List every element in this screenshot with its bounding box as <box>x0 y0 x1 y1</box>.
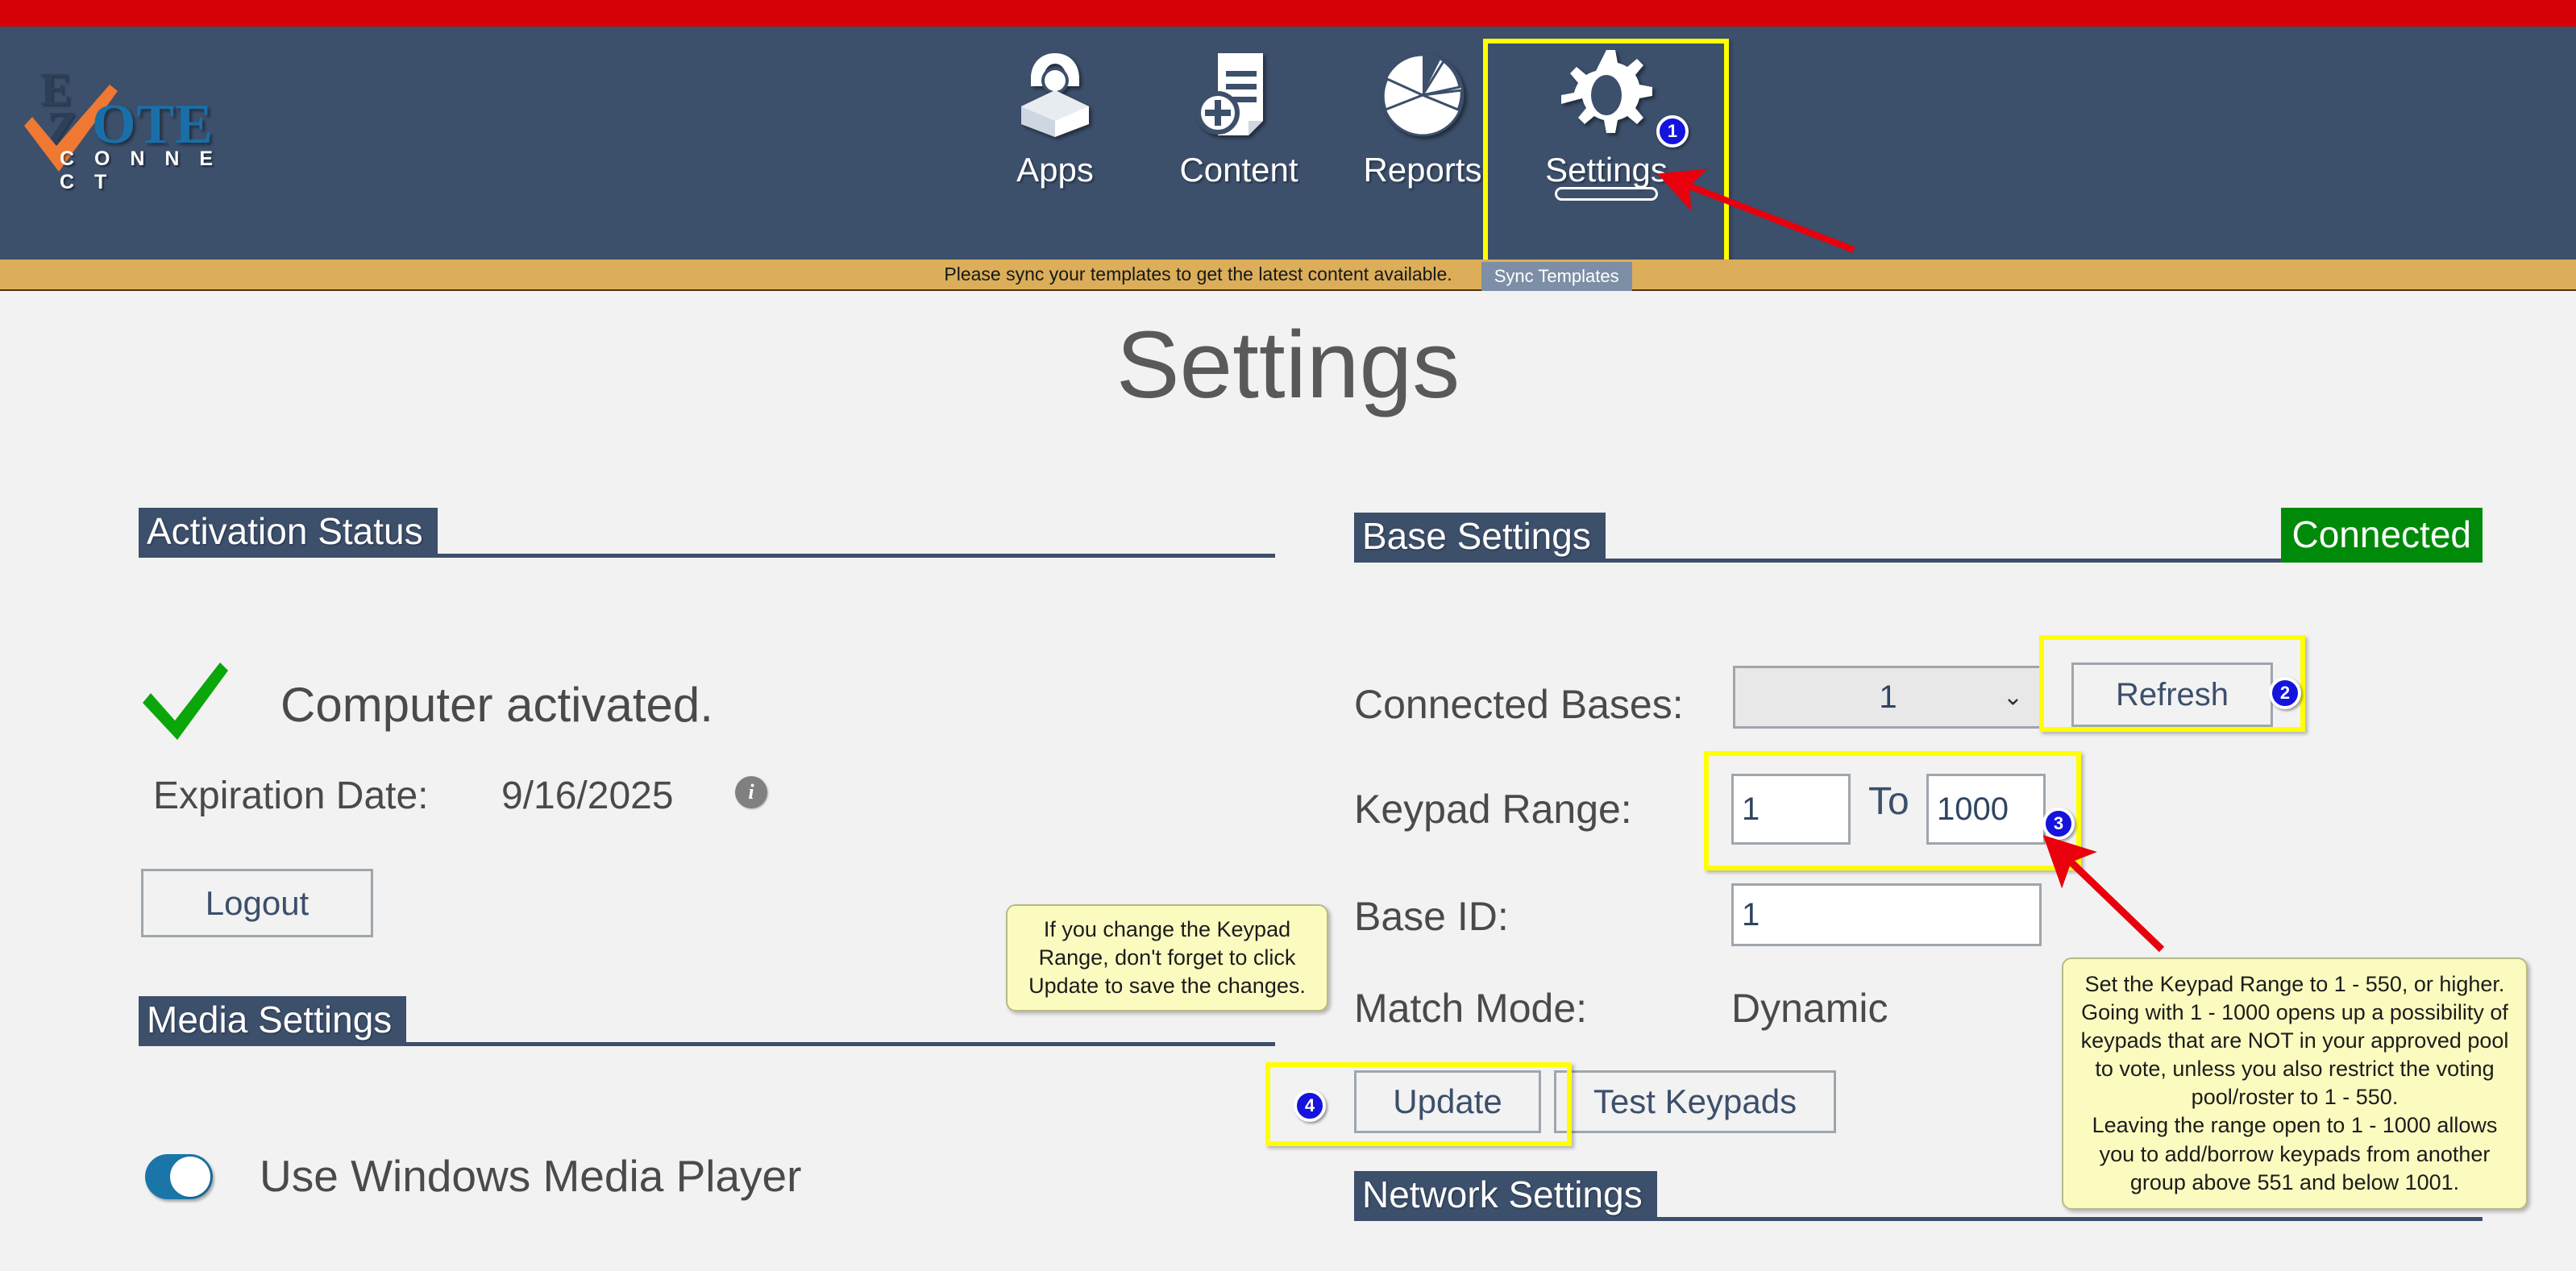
reports-icon <box>1378 51 1467 139</box>
nav-item-reports[interactable]: Reports <box>1331 36 1514 222</box>
main-navigation: Apps Content <box>963 36 1698 222</box>
media-settings-title: Media Settings <box>139 996 407 1046</box>
toggle-knob <box>170 1157 210 1197</box>
base-settings-section-header: Base Settings Connected <box>1354 508 2483 563</box>
nav-item-content[interactable]: Content <box>1147 36 1331 222</box>
sync-banner-message: Please sync your templates to get the la… <box>944 264 1452 285</box>
step-badge-3: 3 <box>2042 808 2075 840</box>
logo-vote-text: OTE <box>92 93 214 156</box>
connected-bases-label: Connected Bases: <box>1354 682 1684 727</box>
keypad-range-from-input[interactable] <box>1731 774 1851 845</box>
nav-item-apps[interactable]: Apps <box>963 36 1147 222</box>
base-id-label: Base ID: <box>1354 894 1509 939</box>
logo-checkmark-icon <box>24 85 118 172</box>
base-connection-status-badge: Connected <box>2280 508 2483 563</box>
highlight-refresh <box>2039 635 2305 732</box>
network-settings-section-header: Network Settings <box>1354 1171 2483 1221</box>
keypad-range-label: Keypad Range: <box>1354 787 1632 832</box>
expiration-date-label: Expiration Date: <box>153 775 429 817</box>
content-icon <box>1195 51 1283 139</box>
sync-banner: Please sync your templates to get the la… <box>0 260 2576 291</box>
connected-bases-select[interactable]: 1 ⌄ <box>1733 666 2043 729</box>
nav-label-settings: Settings <box>1545 151 1668 189</box>
match-mode-label: Match Mode: <box>1354 986 1588 1031</box>
test-keypads-button[interactable]: Test Keypads <box>1554 1070 1836 1133</box>
base-settings-title: Base Settings <box>1354 513 1606 563</box>
keypad-range-to-input[interactable] <box>1926 774 2046 845</box>
expiration-date-value: 9/16/2025 <box>501 775 674 817</box>
gear-icon <box>1561 50 1652 139</box>
logo-letter-e: E <box>40 63 72 115</box>
highlight-settings-nav <box>1483 39 1729 272</box>
step-badge-1: 1 <box>1656 115 1689 147</box>
use-windows-media-player-toggle[interactable] <box>145 1154 213 1199</box>
section-rule <box>1656 1216 2483 1221</box>
update-reminder-note: If you change the Keypad Range, don't fo… <box>1006 904 1328 1012</box>
keypad-range-advice-note: Set the Keypad Range to 1 - 550, or high… <box>2062 957 2528 1210</box>
app-header <box>0 27 2576 260</box>
page-title: Settings <box>1116 312 1460 418</box>
logo-connect-text: C O N N E C T <box>60 147 221 193</box>
connected-bases-value: 1 <box>1879 679 1897 715</box>
nav-label-content: Content <box>1179 151 1298 189</box>
active-tab-indicator <box>1555 187 1658 201</box>
section-rule <box>1605 559 2281 563</box>
expiration-info-icon[interactable]: i <box>735 776 767 808</box>
base-id-input[interactable] <box>1731 883 2042 946</box>
network-settings-title: Network Settings <box>1354 1171 1657 1221</box>
ezvote-connect-logo: E Z OTE C O N N E C T <box>18 63 235 193</box>
top-accent-bar <box>0 0 2576 27</box>
media-settings-section-header: Media Settings <box>139 996 1275 1046</box>
activation-status-section-header: Activation Status <box>139 508 1275 558</box>
chevron-down-icon: ⌄ <box>2002 683 2023 711</box>
sync-templates-button[interactable]: Sync Templates <box>1481 261 1632 291</box>
highlight-keypad-range <box>1704 751 2081 870</box>
step-badge-2: 2 <box>2269 677 2301 709</box>
highlight-update <box>1265 1062 1572 1146</box>
apps-icon <box>1011 51 1099 139</box>
nav-label-apps: Apps <box>1016 151 1094 189</box>
section-rule <box>437 553 1275 558</box>
logout-button[interactable]: Logout <box>141 869 373 937</box>
nav-item-settings[interactable]: Settings <box>1514 36 1698 222</box>
match-mode-value: Dynamic <box>1731 986 1888 1031</box>
refresh-button[interactable]: Refresh <box>2071 662 2273 727</box>
activation-status-title: Activation Status <box>139 508 438 558</box>
activation-status-text: Computer activated. <box>280 678 713 732</box>
activated-checkmark-icon <box>143 662 228 740</box>
use-windows-media-player-label: Use Windows Media Player <box>260 1151 802 1201</box>
section-rule <box>406 1041 1275 1046</box>
step-badge-4: 4 <box>1294 1090 1326 1122</box>
nav-label-reports: Reports <box>1363 151 1482 189</box>
update-button[interactable]: Update <box>1354 1070 1541 1133</box>
keypad-range-to-word: To <box>1868 780 1909 823</box>
